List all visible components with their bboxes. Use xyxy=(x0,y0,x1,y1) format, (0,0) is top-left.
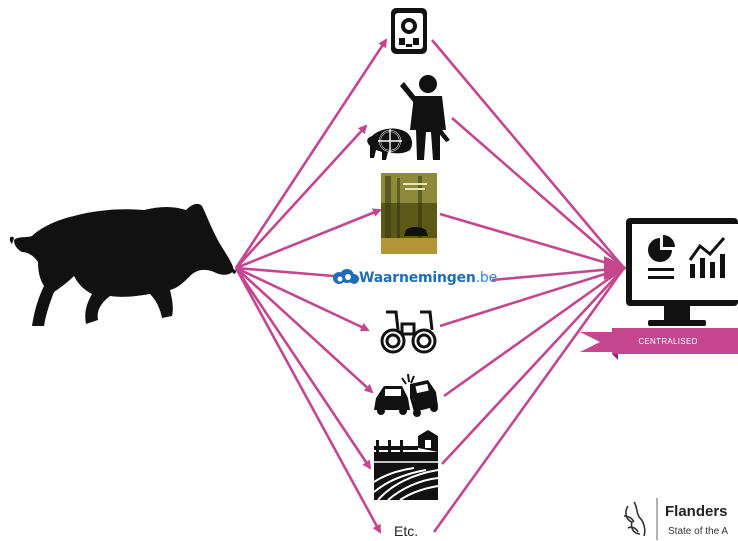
farm-field-icon xyxy=(373,430,439,501)
arrow-from-book xyxy=(439,212,625,270)
waarnemingen-cloud-icon xyxy=(333,269,359,284)
waarnemingen-label-main: Waarnemingen xyxy=(359,270,476,286)
waarnemingen-label: Waarnemingen.be xyxy=(359,270,497,286)
centralised-ribbon-label: CENTRALISED xyxy=(638,337,698,346)
fan-in-arrows xyxy=(431,39,628,533)
arrow-to-hunter xyxy=(235,124,368,269)
fan-out-arrows xyxy=(234,38,388,534)
arrow-to-binoculars xyxy=(235,266,370,332)
car-collision-icon xyxy=(374,373,438,417)
hunter-with-boar-icon xyxy=(367,75,450,160)
arrow-from-binoculars xyxy=(439,266,625,328)
arrow-to-etc xyxy=(234,267,382,534)
monitor-dashboard-icon xyxy=(626,218,738,326)
arrow-to-car-collision xyxy=(235,267,374,394)
flanders-logo-name: Flanders xyxy=(665,503,728,520)
arrow-to-book xyxy=(235,208,382,270)
arrow-from-camera-trap xyxy=(431,39,625,269)
arrow-from-farm-field xyxy=(441,267,625,465)
book-cover-icon xyxy=(381,173,437,254)
arrow-from-car-collision xyxy=(443,266,625,398)
central-arrowhead xyxy=(604,256,628,280)
waarnemingen-label-suffix: .be xyxy=(475,270,498,286)
etc-label: Etc. xyxy=(394,523,419,539)
wild-boar-silhouette-icon xyxy=(9,203,237,326)
arrow-from-etc xyxy=(432,267,626,533)
flanders-lion-logo-icon xyxy=(623,498,658,540)
arrow-to-farm-field xyxy=(234,267,372,470)
flanders-logo-subtitle: State of the A xyxy=(668,526,729,537)
arrow-to-camera-trap xyxy=(234,38,388,269)
binoculars-icon xyxy=(380,310,437,354)
centralised-ribbon xyxy=(580,328,738,360)
arrow-from-waarnemingen xyxy=(491,266,625,282)
arrow-from-hunter xyxy=(451,117,625,269)
camera-trap-icon xyxy=(391,8,427,54)
